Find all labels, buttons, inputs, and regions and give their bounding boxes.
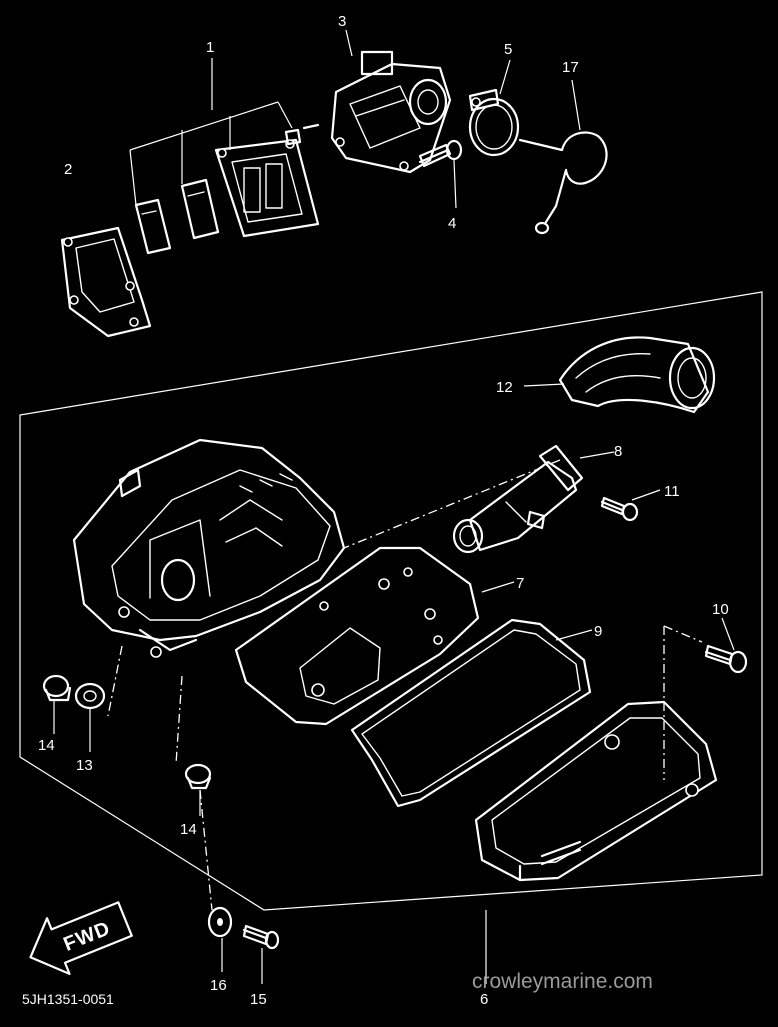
drawing-code: 5JH1351-0051 — [22, 991, 114, 1007]
part-3-leader — [345, 29, 353, 57]
callout-12: 12 — [496, 379, 513, 396]
part-13-grommet — [74, 682, 106, 710]
part-1-reed-valve — [134, 123, 320, 255]
callout-8: 8 — [614, 443, 622, 460]
assembly-boundary — [19, 291, 763, 911]
part-10-leader — [721, 617, 735, 651]
airbox-housing — [72, 438, 346, 658]
part-3-manifold — [330, 50, 452, 174]
callout-11: 11 — [664, 483, 680, 500]
part-2-gasket — [60, 226, 152, 338]
callout-14-left: 14 — [38, 737, 55, 754]
part-1-leader-bracket — [129, 58, 293, 206]
callout-15: 15 — [250, 991, 267, 1008]
part-4-bolt — [418, 139, 463, 168]
callout-13: 13 — [76, 757, 93, 774]
part-7-leader — [481, 581, 515, 593]
callout-16: 16 — [210, 977, 227, 994]
part-7-plate — [234, 546, 480, 726]
part-12-leader — [523, 383, 565, 387]
callout-9: 9 — [594, 623, 602, 640]
callout-3: 3 — [338, 13, 346, 30]
watermark: crowleymarine.com — [472, 970, 653, 993]
part-8-tube — [452, 444, 584, 554]
part-9-seal — [350, 618, 592, 808]
part-5-clamp — [468, 88, 520, 157]
part-17-leader — [571, 79, 581, 131]
alignment-lines — [107, 459, 703, 911]
forward-direction-arrow: FWD — [29, 901, 133, 975]
callout-17: 17 — [562, 59, 579, 76]
part-11-leader — [631, 489, 661, 501]
part-6-lower-case — [474, 700, 718, 882]
callout-6: 6 — [480, 991, 488, 1008]
callout-7: 7 — [516, 575, 524, 592]
part-8-leader — [579, 451, 615, 459]
callout-4: 4 — [448, 215, 456, 232]
part-10-bolt — [704, 644, 748, 674]
part-15-screw — [242, 924, 280, 950]
part-11-screw — [600, 496, 639, 522]
part-14-collar-left — [42, 674, 72, 702]
part-12-elbow — [558, 336, 716, 414]
part-14-collar-center — [184, 763, 212, 790]
callout-10: 10 — [712, 601, 729, 618]
callout-14-center: 14 — [180, 821, 197, 838]
callout-2: 2 — [64, 161, 72, 178]
callout-5: 5 — [504, 41, 512, 58]
part-17-clip — [518, 131, 608, 235]
callout-1: 1 — [206, 39, 214, 56]
part-9-leader — [555, 629, 593, 641]
part-4-leader — [453, 159, 457, 209]
part-5-leader — [499, 59, 511, 95]
part-16-washer — [207, 906, 233, 938]
